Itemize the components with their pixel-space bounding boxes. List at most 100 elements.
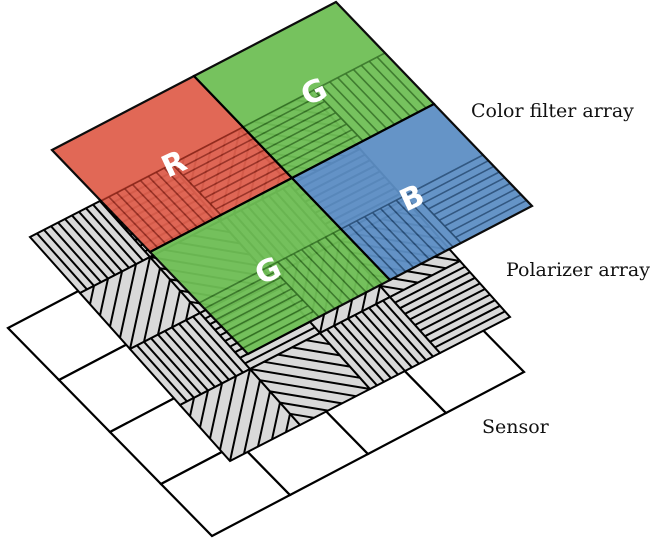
polarizer-hatch-line bbox=[414, 288, 486, 326]
polarizer-hatch-line bbox=[85, 207, 137, 265]
cfa-hatch-line bbox=[253, 100, 326, 140]
polarizer-hatch-line bbox=[333, 325, 385, 383]
polarizer-hatch-line bbox=[171, 326, 223, 385]
polarizer-hatch-line bbox=[99, 278, 109, 316]
cfa-hatch-line bbox=[193, 148, 266, 188]
polarizer-array-label: Polarizer array bbox=[506, 259, 650, 281]
cfa-hatch-line bbox=[269, 117, 342, 157]
cfa-hatch-line bbox=[352, 68, 403, 121]
cfa-hatch-line bbox=[139, 179, 190, 232]
polarizer-hatch-line bbox=[249, 368, 371, 390]
polarizer-hatch-line bbox=[429, 304, 501, 343]
color-filter-layer bbox=[50, 0, 534, 356]
polarizer-hatch-line bbox=[394, 265, 466, 304]
polarizer-hatch-line bbox=[347, 317, 399, 376]
cfa-hatch-line bbox=[321, 85, 372, 138]
cfa-hatch-line bbox=[198, 154, 271, 194]
polarizer-hatch-line bbox=[143, 341, 195, 399]
cfa-hatch-line bbox=[108, 196, 159, 249]
cfa-hatch-line bbox=[209, 165, 282, 205]
polarizer-hatch-line bbox=[399, 271, 471, 310]
cfa-hatch-line bbox=[163, 167, 214, 220]
cfa-hatch-line bbox=[356, 220, 407, 273]
polarizer-hatch-line bbox=[136, 344, 188, 403]
polarizer-hatch-line bbox=[43, 229, 95, 287]
cfa-hatch-line bbox=[403, 195, 454, 248]
cfa-hatch-line bbox=[422, 165, 495, 205]
polarizer-hatch-line bbox=[291, 346, 341, 357]
cfa-hatch-region bbox=[410, 154, 534, 244]
polarizer-hatch-line bbox=[404, 276, 476, 315]
cfa-hatch-line bbox=[277, 261, 328, 314]
cfa-cell-green-top bbox=[192, 0, 436, 180]
cfa-hatch-line bbox=[286, 134, 358, 174]
cfa-hatch-line bbox=[332, 232, 383, 285]
cfa-hatch-line bbox=[438, 182, 511, 222]
polarizer-hatch-line bbox=[368, 307, 420, 365]
cfa-hatch-line bbox=[324, 236, 375, 289]
cfa-hatch-line bbox=[379, 207, 430, 260]
polarizer-hatch-line bbox=[119, 263, 137, 339]
cfa-hatch-line bbox=[177, 131, 249, 171]
cfa-hatch-line bbox=[301, 249, 352, 302]
polarizer-hatch-line bbox=[419, 293, 491, 332]
cfa-hatch-line bbox=[264, 111, 337, 151]
cfa-hatch-line bbox=[329, 81, 380, 134]
polarizer-hatch-line bbox=[424, 299, 496, 338]
cfa-hatch-line bbox=[455, 199, 527, 239]
cfa-hatch-line bbox=[220, 287, 293, 327]
polarizer-hatch-line bbox=[185, 319, 237, 377]
cfa-hatch-line bbox=[258, 106, 331, 145]
polarizer-hatch-line bbox=[185, 301, 191, 321]
polarizer-hatch-line bbox=[305, 339, 331, 346]
cfa-hatch-line bbox=[427, 171, 500, 210]
polarizer-hatch-line bbox=[150, 337, 202, 395]
cfa-hatch-line bbox=[449, 193, 522, 233]
cfa-cell-green-bottom bbox=[148, 176, 392, 356]
polarizer-hatch-line bbox=[375, 285, 381, 305]
polarizer-hatch-line bbox=[89, 285, 95, 305]
cfa-cell-blue bbox=[290, 102, 534, 282]
polarizer-hatch-line bbox=[164, 330, 216, 388]
polarizer-hatch-line bbox=[71, 214, 123, 273]
polarizer-hatch-line bbox=[129, 256, 151, 350]
cfa-hatch-line bbox=[215, 171, 287, 211]
cfa-hatch-line bbox=[348, 224, 399, 277]
polarizer-hatch-line bbox=[157, 279, 171, 335]
cfa-hatch-line bbox=[147, 175, 198, 228]
polarizer-hatch-line bbox=[109, 271, 123, 327]
polarizer-hatch-line bbox=[289, 412, 315, 419]
polarizer-hatch-line bbox=[229, 368, 251, 462]
cfa-hatch-line bbox=[280, 128, 353, 168]
cfa-cell-red bbox=[50, 74, 294, 254]
polarizer-hatch-line bbox=[192, 315, 244, 374]
cfa-hatch-line bbox=[444, 188, 517, 227]
polarizer-hatch-line bbox=[285, 413, 291, 433]
cfa-hatch-line bbox=[242, 310, 314, 350]
polarizer-hatch-line bbox=[57, 221, 109, 280]
polarizer-hatch-line bbox=[36, 232, 88, 291]
cfa-hatch-line bbox=[395, 199, 446, 252]
polarizer-hatch-line bbox=[277, 353, 351, 368]
polarizer-hatch-line bbox=[50, 225, 102, 283]
cfa-hatch-line bbox=[236, 304, 309, 344]
cfa-hatch-line bbox=[231, 299, 304, 338]
polarizer-hatch-line bbox=[279, 401, 329, 412]
cfa-hatch-line bbox=[376, 56, 427, 109]
polarizer-hatch-line bbox=[259, 379, 357, 398]
polarizer-hatch-line bbox=[244, 326, 316, 365]
polarizer-hatch-line bbox=[409, 282, 481, 321]
cfa-hatch-line bbox=[214, 282, 287, 321]
polarizer-hatch-line bbox=[209, 383, 223, 439]
polarizer-hatch-line bbox=[375, 303, 427, 361]
cfa-hatch-region bbox=[312, 52, 436, 142]
cfa-hatch-line bbox=[132, 184, 183, 237]
cfa-hatch-line bbox=[360, 64, 411, 117]
color-filter-array-label: Color filter array bbox=[471, 100, 634, 122]
cfa-hatch-line bbox=[116, 192, 167, 245]
cfa-hatch-line bbox=[187, 143, 260, 182]
cfa-hatch-line bbox=[308, 244, 359, 297]
polarizer-hatch-line bbox=[92, 203, 144, 262]
polarizer-hatch-line bbox=[143, 267, 161, 343]
